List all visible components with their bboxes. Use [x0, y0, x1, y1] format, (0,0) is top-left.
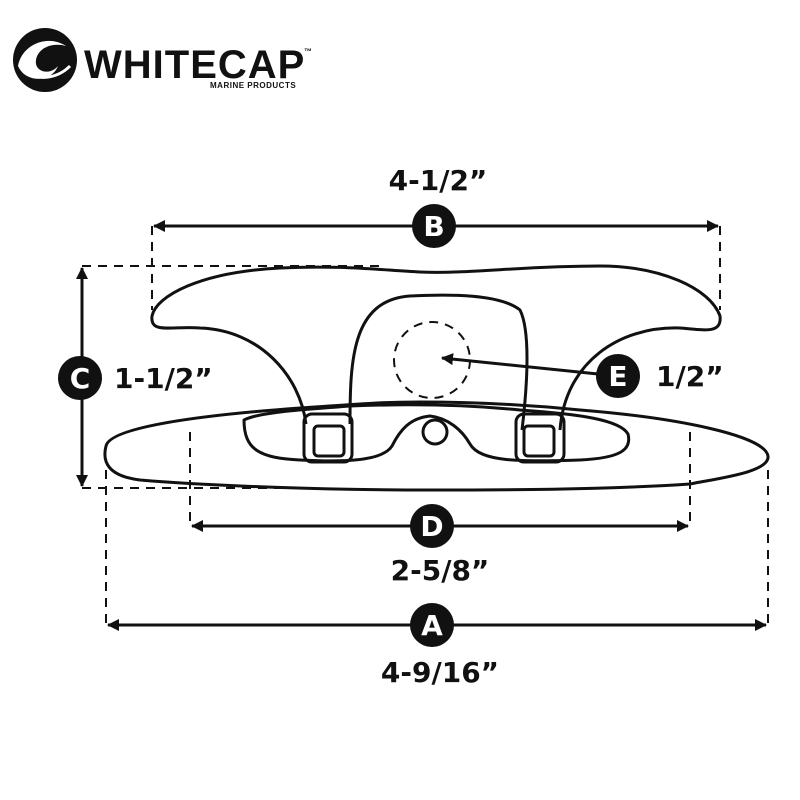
badge-a-letter: A [421, 609, 443, 642]
whitecap-logo: WHITECAP ™ MARINE PRODUCTS [13, 28, 312, 92]
dimension-a-value: 4-9/16” [381, 656, 499, 689]
dimension-c: C 1-1/2” [58, 356, 213, 400]
dimension-d: D 2-5/8” [391, 504, 490, 587]
badge-b [412, 204, 456, 248]
dimension-d-value: 2-5/8” [391, 554, 490, 587]
cleat-horns [150, 264, 722, 431]
brand-trademark: ™ [304, 47, 312, 56]
badge-c [58, 356, 102, 400]
mounting-hole [421, 418, 449, 446]
dimension-c-value: 1-1/2” [114, 362, 213, 395]
badge-a [410, 603, 454, 647]
dimension-e-value: 1/2” [656, 360, 724, 393]
badge-e [596, 354, 640, 398]
badge-d-letter: D [420, 510, 443, 543]
dimension-e: E 1/2” [596, 354, 724, 398]
dimension-e-arrow [441, 353, 599, 376]
cleat-base-inner [242, 403, 631, 463]
badge-c-letter: C [70, 362, 91, 395]
cleat-arch [348, 293, 529, 431]
badge-e-letter: E [608, 360, 627, 393]
wave-swirl-icon [18, 40, 66, 79]
cleat-foot-left [302, 412, 354, 464]
badge-b-letter: B [423, 210, 444, 243]
brand-name: WHITECAP [84, 43, 305, 87]
dimension-b-value: 4-1/2” [389, 164, 488, 197]
cleat-foot-right [514, 412, 566, 464]
brand-tagline: MARINE PRODUCTS [210, 81, 296, 90]
dimension-b: 4-1/2” B [389, 164, 488, 248]
badge-d [410, 504, 454, 548]
dimension-a: A 4-9/16” [381, 603, 499, 689]
cleat-base [103, 400, 770, 492]
cleat-drawing [103, 264, 770, 492]
